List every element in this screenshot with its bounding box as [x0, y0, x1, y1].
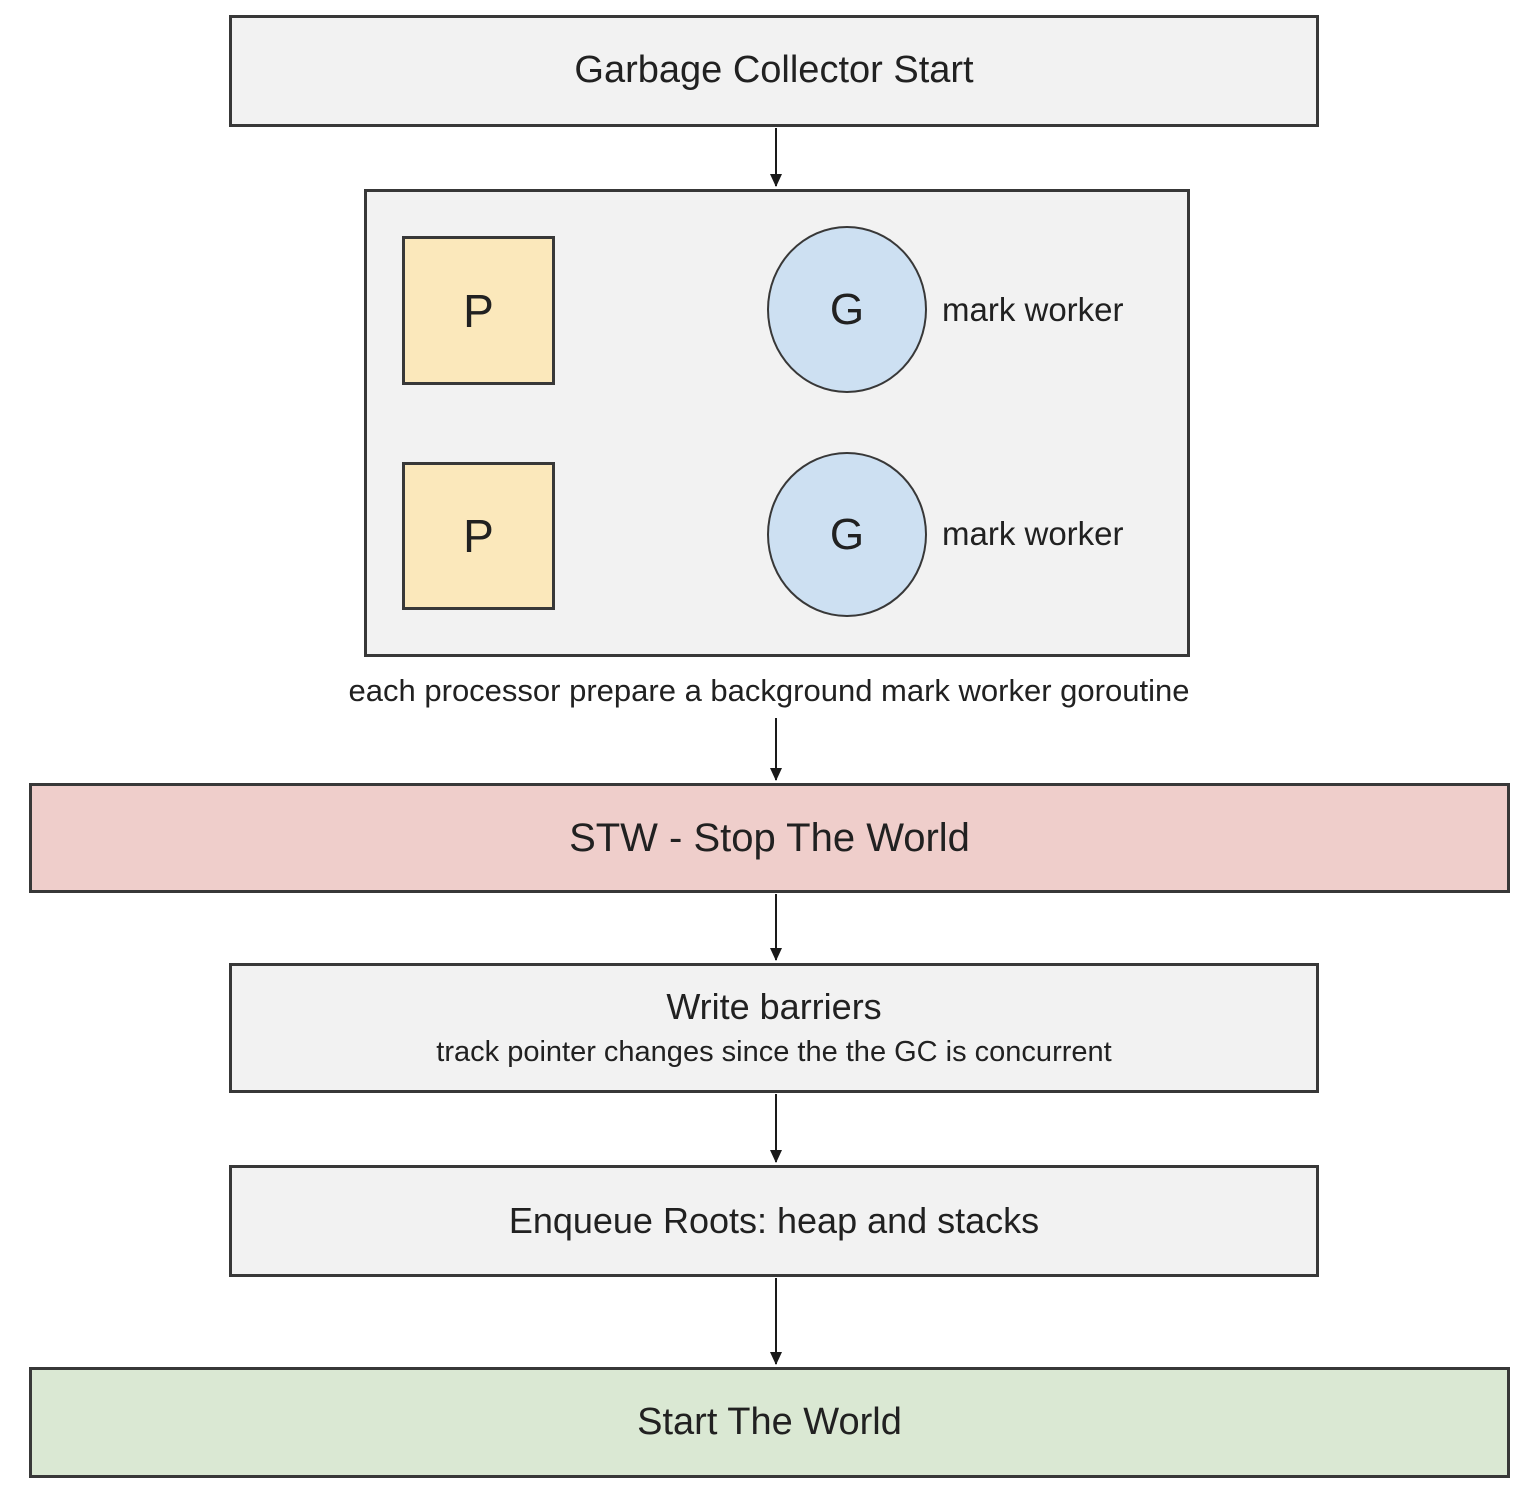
- processor-label: P: [463, 510, 494, 562]
- node-label: Garbage Collector Start: [574, 49, 974, 92]
- goroutine-label: G: [829, 284, 865, 334]
- node-garbage-collector-start: Garbage Collector Start: [229, 15, 1319, 127]
- node-label: Enqueue Roots: heap and stacks: [508, 1200, 1040, 1242]
- goroutine-circle-2: G: [767, 452, 927, 617]
- goroutine-label: G: [829, 509, 865, 559]
- node-write-barriers: Write barriers track pointer changes sin…: [229, 963, 1319, 1093]
- node-label: Start The World: [637, 1400, 902, 1443]
- processor-label: P: [463, 284, 494, 337]
- node-enqueue-roots: Enqueue Roots: heap and stacks: [229, 1165, 1319, 1277]
- mark-worker-label-1: mark worker: [942, 291, 1124, 328]
- node-title: Write barriers: [666, 985, 882, 1027]
- node-subtitle: track pointer changes since the the GC i…: [436, 1035, 1112, 1068]
- processor-box-2: P: [402, 462, 555, 610]
- node-label: STW - Stop The World: [569, 816, 970, 860]
- node-stop-the-world: STW - Stop The World: [29, 783, 1510, 893]
- prepare-group-caption: each processor prepare a background mark…: [348, 673, 1190, 708]
- goroutine-circle-1: G: [767, 226, 927, 393]
- processor-box-1: P: [402, 236, 555, 385]
- mark-worker-label-2: mark worker: [942, 515, 1124, 552]
- node-start-the-world: Start The World: [29, 1367, 1510, 1478]
